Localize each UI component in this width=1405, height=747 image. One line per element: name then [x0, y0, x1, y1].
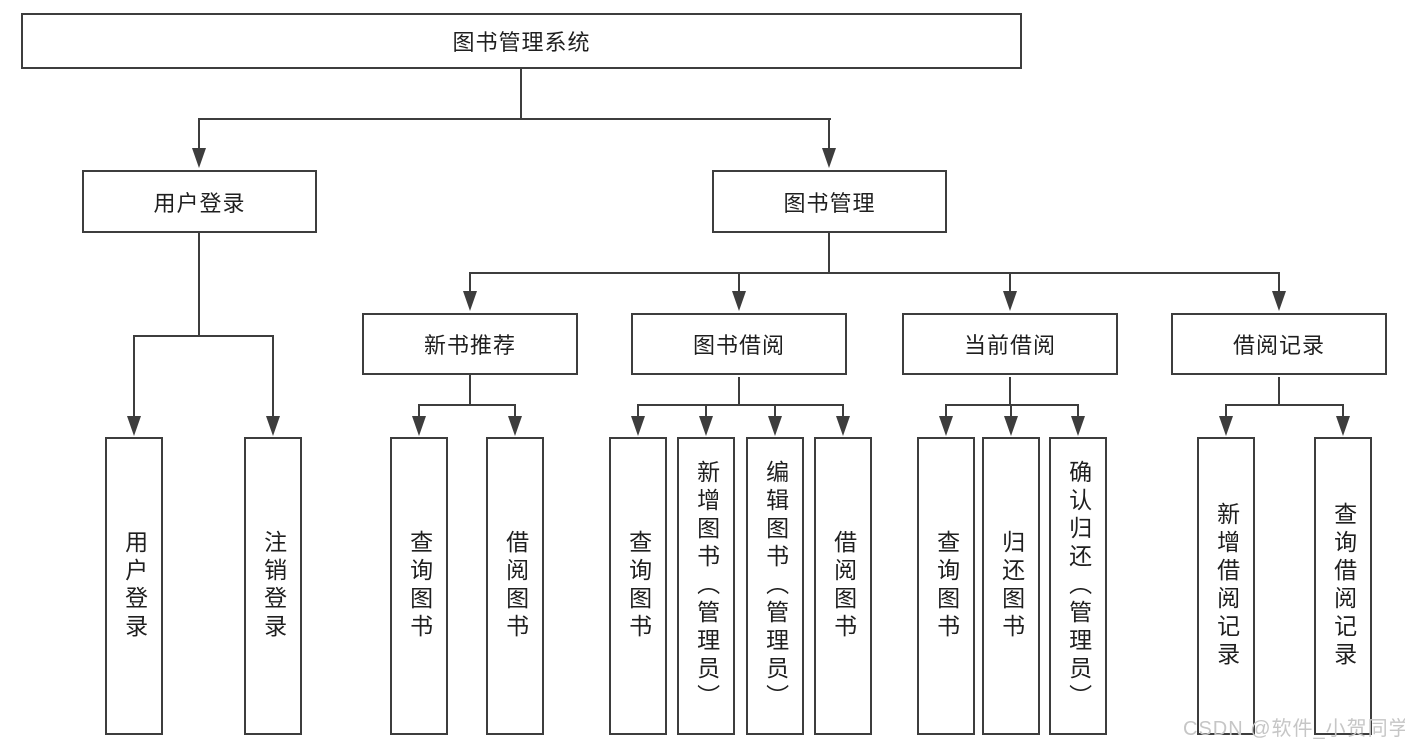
connector-record-stem [1278, 377, 1280, 404]
leaf-label: 借阅图书 [830, 530, 857, 642]
connector-drop [705, 406, 707, 416]
arrow-down-icon [266, 416, 280, 436]
connector-newbook-stem [469, 375, 471, 404]
node-user-login-label: 用户登录 [153, 190, 246, 216]
arrow-down-icon [1272, 291, 1286, 311]
leaf-logout: 注销登录 [244, 437, 302, 735]
leaf-label: 确认归还（管理员） [1065, 460, 1092, 712]
connector-drop [133, 337, 135, 417]
arrow-down-icon [768, 416, 782, 436]
leaf-borrow-books-1: 借阅图书 [486, 437, 544, 735]
node-book-borrow-label: 图书借阅 [692, 333, 785, 358]
connector-drop [1009, 274, 1011, 293]
leaf-user-login: 用户登录 [105, 437, 163, 735]
connector-newbook-bar [418, 404, 516, 406]
node-new-book-recommend: 新书推荐 [362, 313, 578, 375]
arrow-down-icon [1219, 416, 1233, 436]
leaf-query-books-3: 查询图书 [917, 437, 975, 735]
connector-root-bar [198, 118, 831, 120]
node-book-management: 图书管理 [712, 170, 947, 233]
node-borrow-record-label: 借阅记录 [1232, 333, 1325, 358]
connector-userlogin-bar [133, 335, 274, 337]
leaf-label: 新增借阅记录 [1213, 502, 1240, 670]
arrow-down-icon [732, 291, 746, 311]
connector-record-bar [1225, 404, 1344, 406]
arrow-down-icon [1071, 416, 1085, 436]
arrow-down-icon [822, 148, 836, 168]
leaf-add-books-admin: 新增图书（管理员） [677, 437, 735, 735]
leaf-label: 新增图书（管理员） [693, 460, 720, 712]
node-new-book-recommend-label: 新书推荐 [423, 333, 516, 358]
leaf-query-books-2: 查询图书 [609, 437, 667, 735]
arrow-down-icon [939, 416, 953, 436]
node-root-label: 图书管理系统 [452, 30, 591, 55]
connector-drop [842, 406, 844, 416]
connector-bookmgmt-bar [469, 272, 1280, 274]
arrow-down-icon [1003, 291, 1017, 311]
connector-userlogin-stem [198, 233, 200, 335]
leaf-query-books-1: 查询图书 [390, 437, 448, 735]
node-current-borrow-label: 当前借阅 [963, 333, 1056, 358]
connector-current-stem [1009, 377, 1011, 404]
connector-drop [1278, 274, 1280, 293]
connector-borrow-stem [738, 377, 740, 404]
connector-drop [945, 406, 947, 416]
leaf-label: 查询借阅记录 [1330, 502, 1357, 670]
arrow-down-icon [412, 416, 426, 436]
leaf-label: 编辑图书（管理员） [762, 460, 789, 712]
leaf-label: 归还图书 [998, 530, 1025, 642]
connector-borrow-bar [637, 404, 844, 406]
node-user-login: 用户登录 [82, 170, 317, 233]
connector-drop [1225, 406, 1227, 416]
leaf-edit-books-admin: 编辑图书（管理员） [746, 437, 804, 735]
node-root: 图书管理系统 [21, 13, 1022, 69]
connector-root-stem [520, 69, 522, 118]
connector-drop [198, 120, 200, 150]
arrow-down-icon [463, 291, 477, 311]
connector-drop [1010, 406, 1012, 416]
connector-drop [1077, 406, 1079, 416]
connector-drop [828, 120, 830, 150]
node-book-borrow: 图书借阅 [631, 313, 847, 375]
connector-drop [1342, 406, 1344, 416]
arrow-down-icon [699, 416, 713, 436]
arrow-down-icon [631, 416, 645, 436]
connector-drop [469, 274, 471, 293]
connector-drop [637, 406, 639, 416]
leaf-confirm-return-admin: 确认归还（管理员） [1049, 437, 1107, 735]
leaf-return-books: 归还图书 [982, 437, 1040, 735]
leaf-query-borrow-record: 查询借阅记录 [1314, 437, 1372, 735]
connector-bookmgmt-stem [828, 233, 830, 272]
watermark: CSDN @软件_小贺同学 [1183, 718, 1405, 740]
node-current-borrow: 当前借阅 [902, 313, 1118, 375]
leaf-label: 用户登录 [121, 530, 148, 642]
leaf-label: 查询图书 [625, 530, 652, 642]
connector-drop [272, 337, 274, 417]
connector-drop [418, 406, 420, 416]
leaf-label: 注销登录 [260, 530, 287, 642]
connector-drop [738, 274, 740, 293]
node-book-management-label: 图书管理 [783, 190, 876, 216]
connector-drop [514, 406, 516, 416]
leaf-label: 查询图书 [933, 530, 960, 642]
node-borrow-record: 借阅记录 [1171, 313, 1387, 375]
connector-drop [774, 406, 776, 416]
leaf-add-borrow-record: 新增借阅记录 [1197, 437, 1255, 735]
leaf-borrow-books-2: 借阅图书 [814, 437, 872, 735]
leaf-label: 查询图书 [406, 530, 433, 642]
arrow-down-icon [1336, 416, 1350, 436]
connector-current-bar [945, 404, 1079, 406]
arrow-down-icon [836, 416, 850, 436]
leaf-label: 借阅图书 [502, 530, 529, 642]
arrow-down-icon [1004, 416, 1018, 436]
arrow-down-icon [508, 416, 522, 436]
arrow-down-icon [127, 416, 141, 436]
arrow-down-icon [192, 148, 206, 168]
